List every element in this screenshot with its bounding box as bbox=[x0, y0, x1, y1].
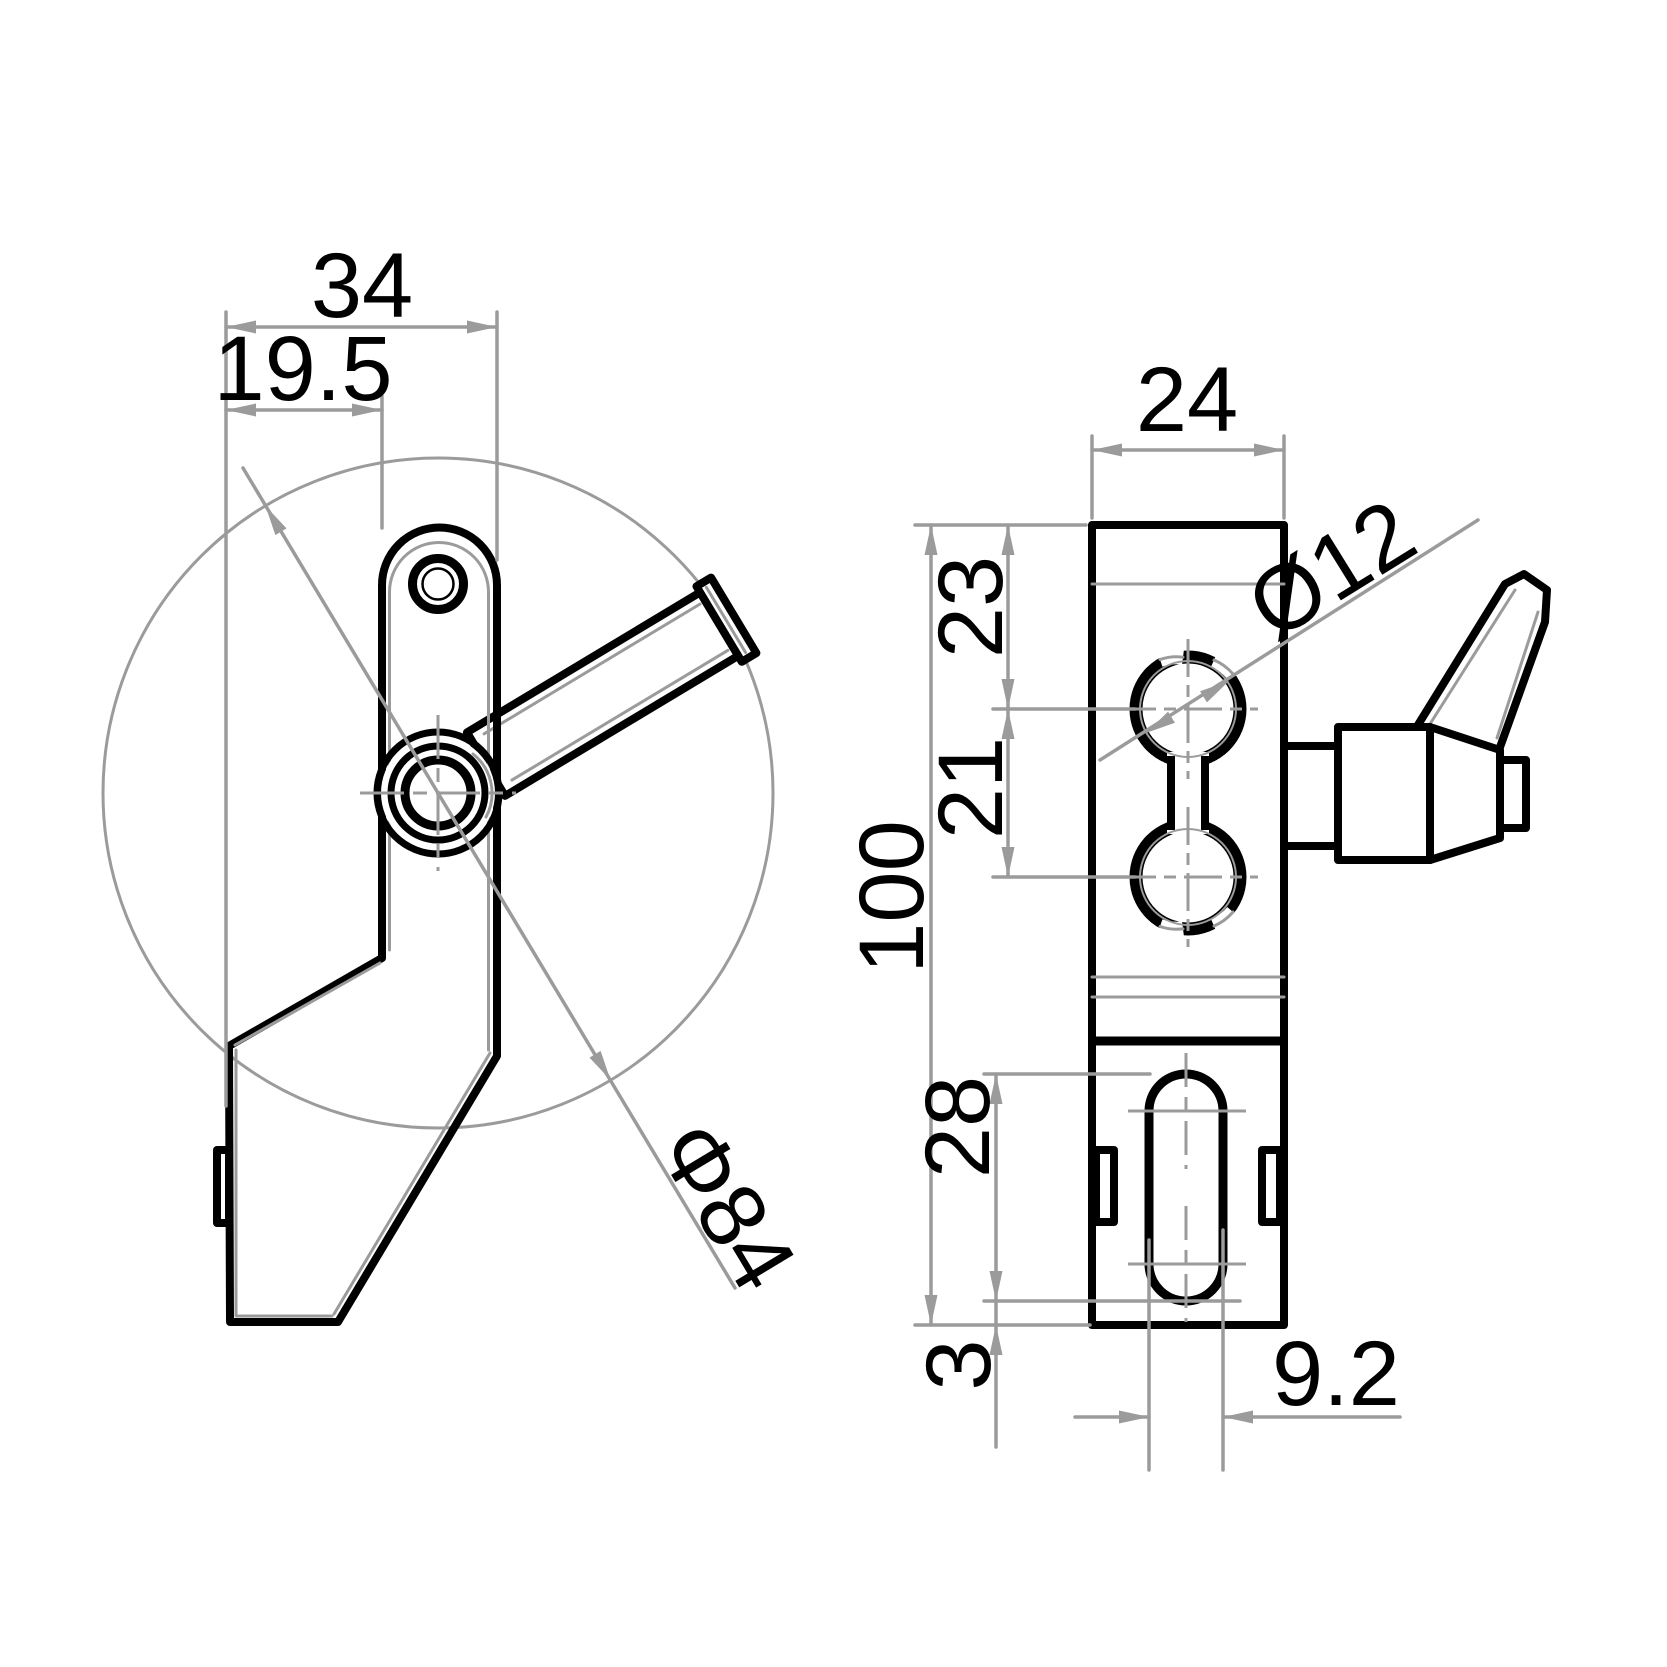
dim-slot-length: 28 bbox=[907, 1076, 1009, 1178]
front-view: Ø12 24 100 23 21 28 3 bbox=[841, 349, 1551, 1472]
right-notch bbox=[1258, 1146, 1284, 1226]
knob-neck bbox=[1280, 742, 1342, 850]
knob-taper bbox=[1426, 723, 1504, 864]
diameter-leader-line bbox=[241, 466, 737, 1290]
side-tab bbox=[213, 1146, 233, 1227]
dim-hole-spacing: 21 bbox=[920, 737, 1022, 839]
top-hole-ring bbox=[408, 554, 468, 614]
dim-slot-width: 9.2 bbox=[1272, 1323, 1400, 1425]
dim-pivot-offset: 19.5 bbox=[213, 318, 392, 420]
knob-body bbox=[1334, 723, 1434, 864]
dim-slot-to-bottom: 3 bbox=[908, 1339, 1010, 1390]
clamp-body-outline bbox=[225, 523, 501, 1326]
arrowhead bbox=[589, 1050, 611, 1080]
bracket-body bbox=[1088, 521, 1288, 1329]
dim-overall-width: 34 bbox=[311, 235, 413, 337]
dim-body-width: 24 bbox=[1136, 349, 1238, 451]
rod-holes bbox=[1118, 639, 1258, 947]
left-notch bbox=[1092, 1146, 1118, 1226]
dim-top-to-first-hole: 23 bbox=[920, 556, 1022, 658]
dim-body-height: 100 bbox=[841, 820, 943, 974]
disc-outline-circle bbox=[101, 456, 775, 1130]
knob-tip bbox=[1496, 756, 1530, 832]
top-hole-inner bbox=[421, 567, 455, 601]
arrowhead bbox=[265, 506, 287, 536]
